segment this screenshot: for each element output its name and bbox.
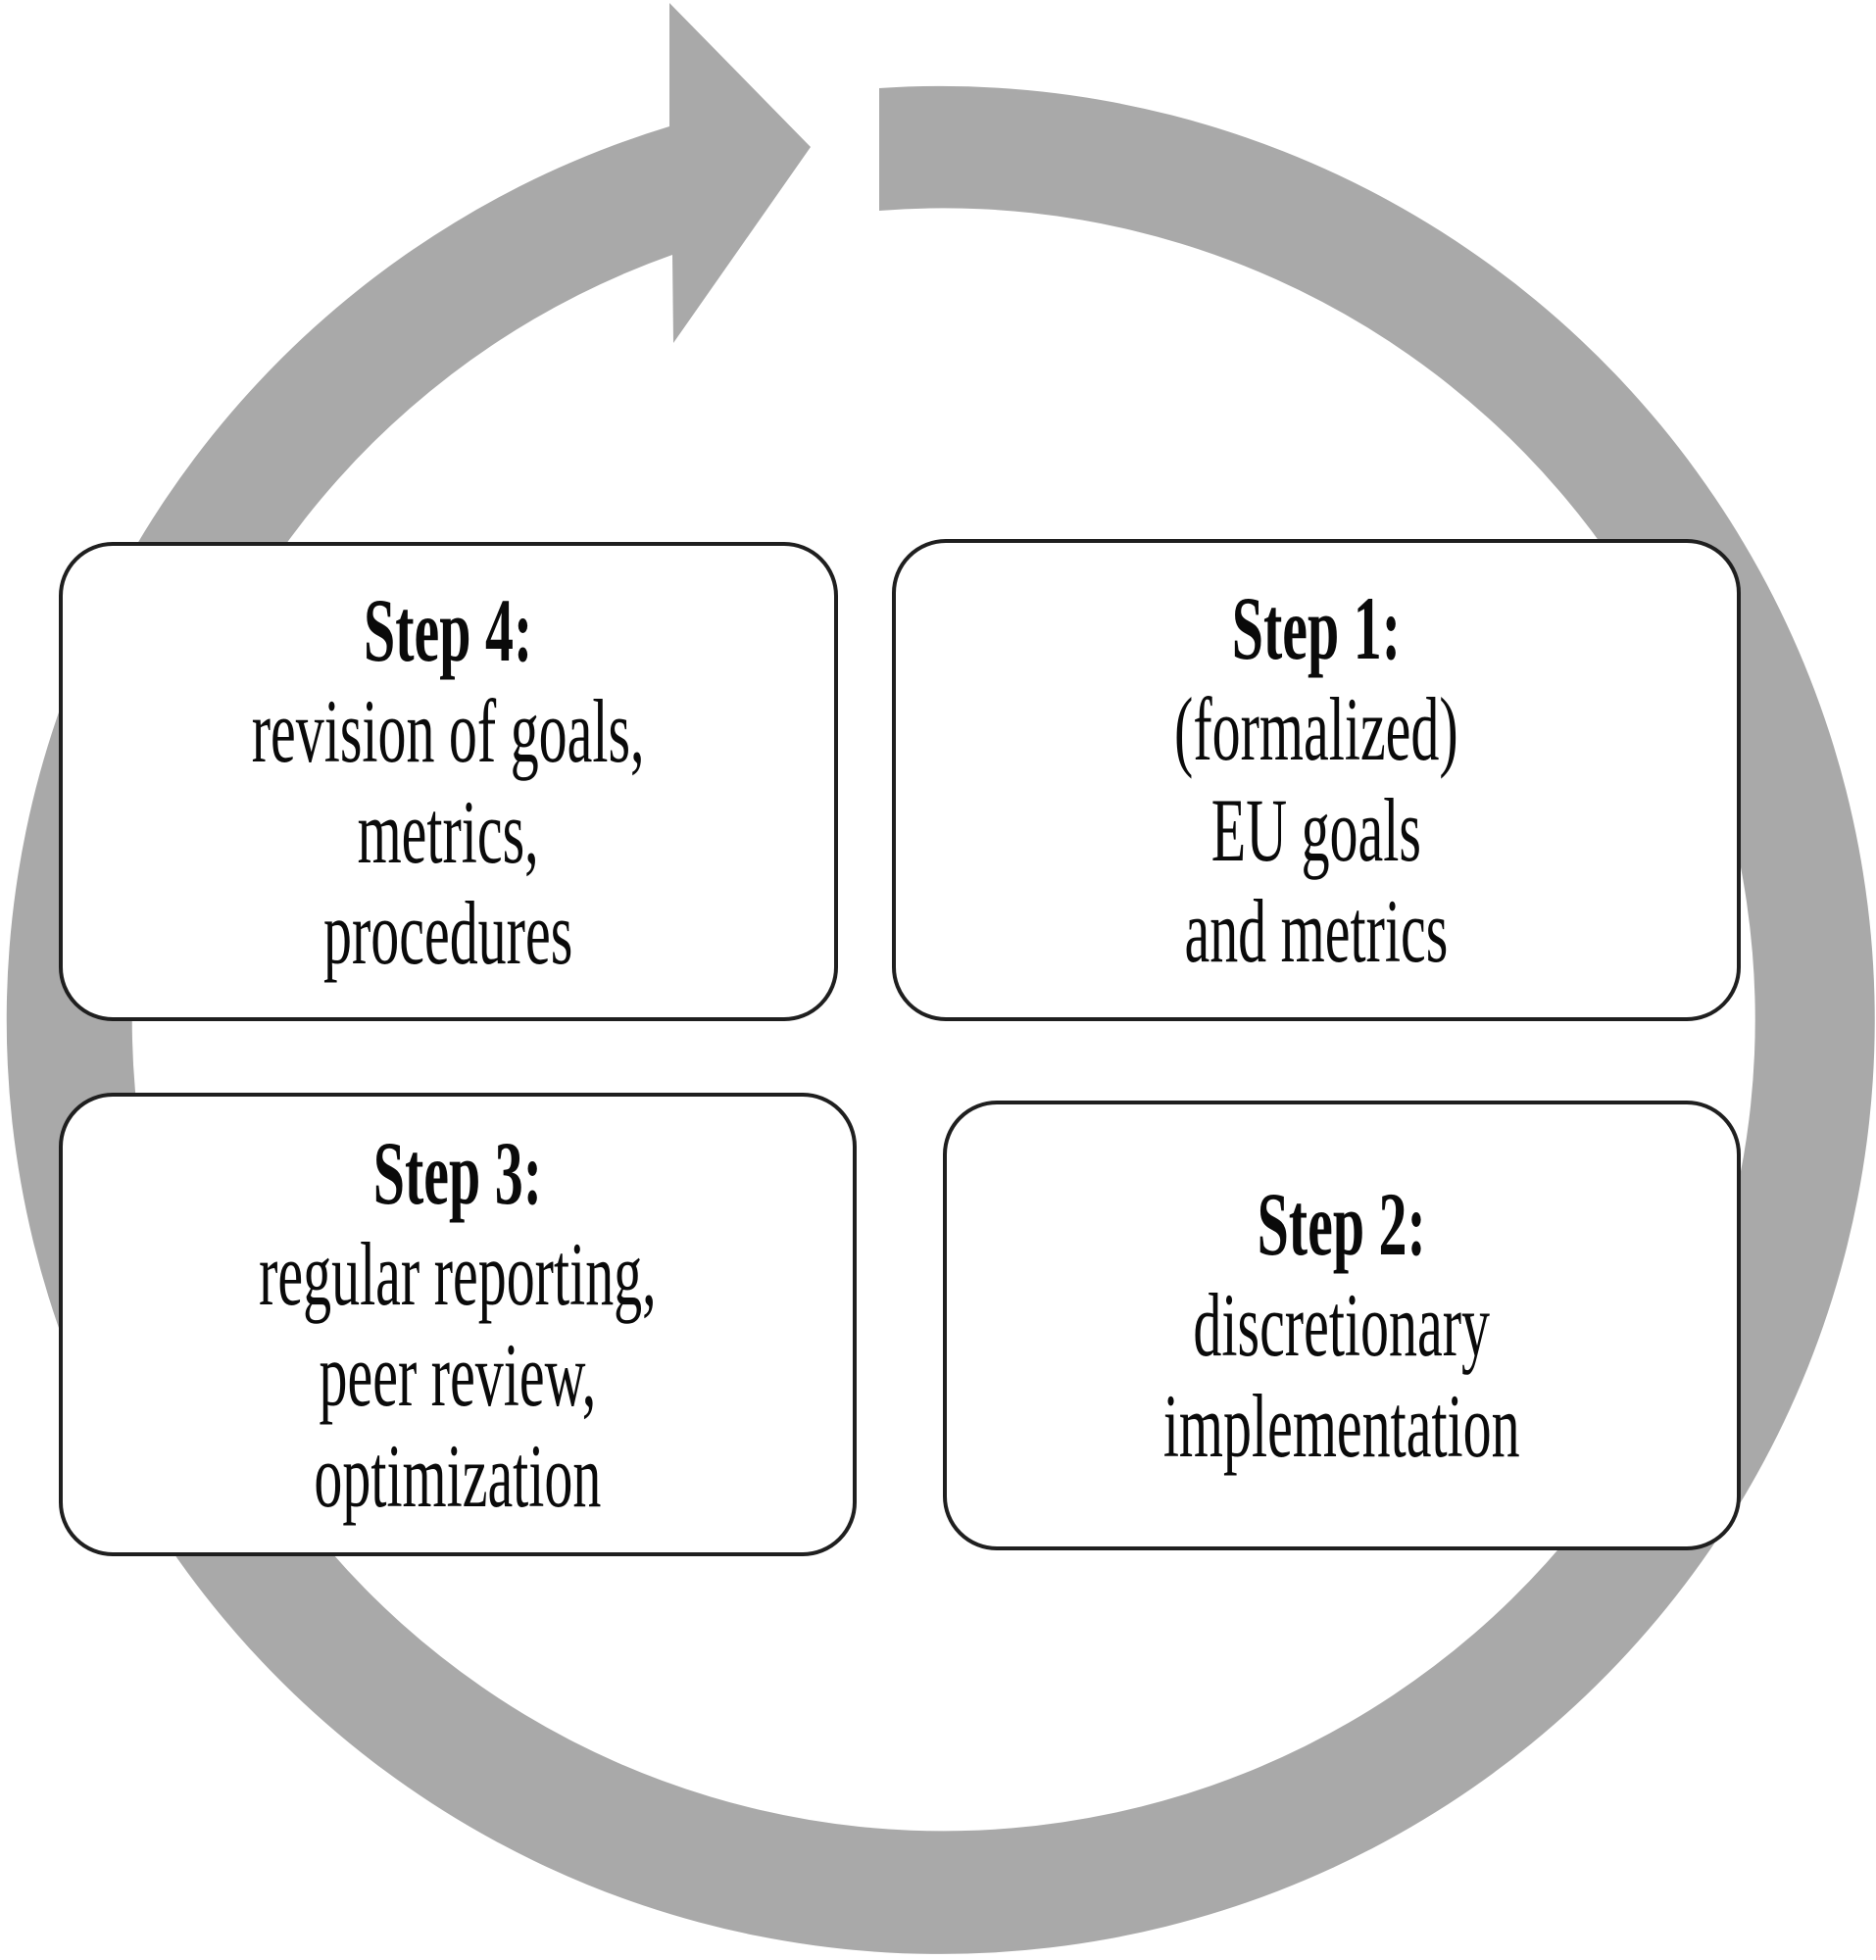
- step-2-text: Step 2: discretionary implementation: [1163, 1174, 1520, 1477]
- step-1-box: Step 1: (formalized) EU goals and metric…: [892, 539, 1741, 1021]
- step-4-line-3: procedures: [323, 882, 573, 983]
- step-1-text: Step 1: (formalized) EU goals and metric…: [1174, 578, 1458, 982]
- step-1-title: Step 1:: [1231, 578, 1402, 678]
- step-3-line-2: peer review,: [319, 1324, 597, 1425]
- step-3-title: Step 3:: [372, 1122, 543, 1223]
- step-2-box: Step 2: discretionary implementation: [943, 1101, 1741, 1550]
- step-1-line-1: (formalized): [1174, 679, 1458, 779]
- step-2-line-2: implementation: [1163, 1376, 1520, 1476]
- step-1-line-2: EU goals: [1210, 780, 1422, 880]
- step-4-line-2: metrics,: [357, 781, 540, 882]
- step-2-line-1: discretionary: [1193, 1275, 1491, 1375]
- step-4-title: Step 4:: [364, 579, 533, 680]
- step-3-box: Step 3: regular reporting, peer review, …: [59, 1093, 857, 1556]
- step-4-line-1: revision of goals,: [252, 680, 645, 781]
- step-4-text: Step 4: revision of goals, metrics, proc…: [252, 580, 645, 984]
- step-4-box: Step 4: revision of goals, metrics, proc…: [59, 542, 838, 1021]
- step-1-line-3: and metrics: [1184, 881, 1449, 981]
- step-2-title: Step 2:: [1257, 1174, 1427, 1274]
- step-3-line-1: regular reporting,: [259, 1223, 657, 1324]
- step-3-text: Step 3: regular reporting, peer review, …: [259, 1123, 657, 1527]
- step-3-line-3: optimization: [314, 1425, 602, 1526]
